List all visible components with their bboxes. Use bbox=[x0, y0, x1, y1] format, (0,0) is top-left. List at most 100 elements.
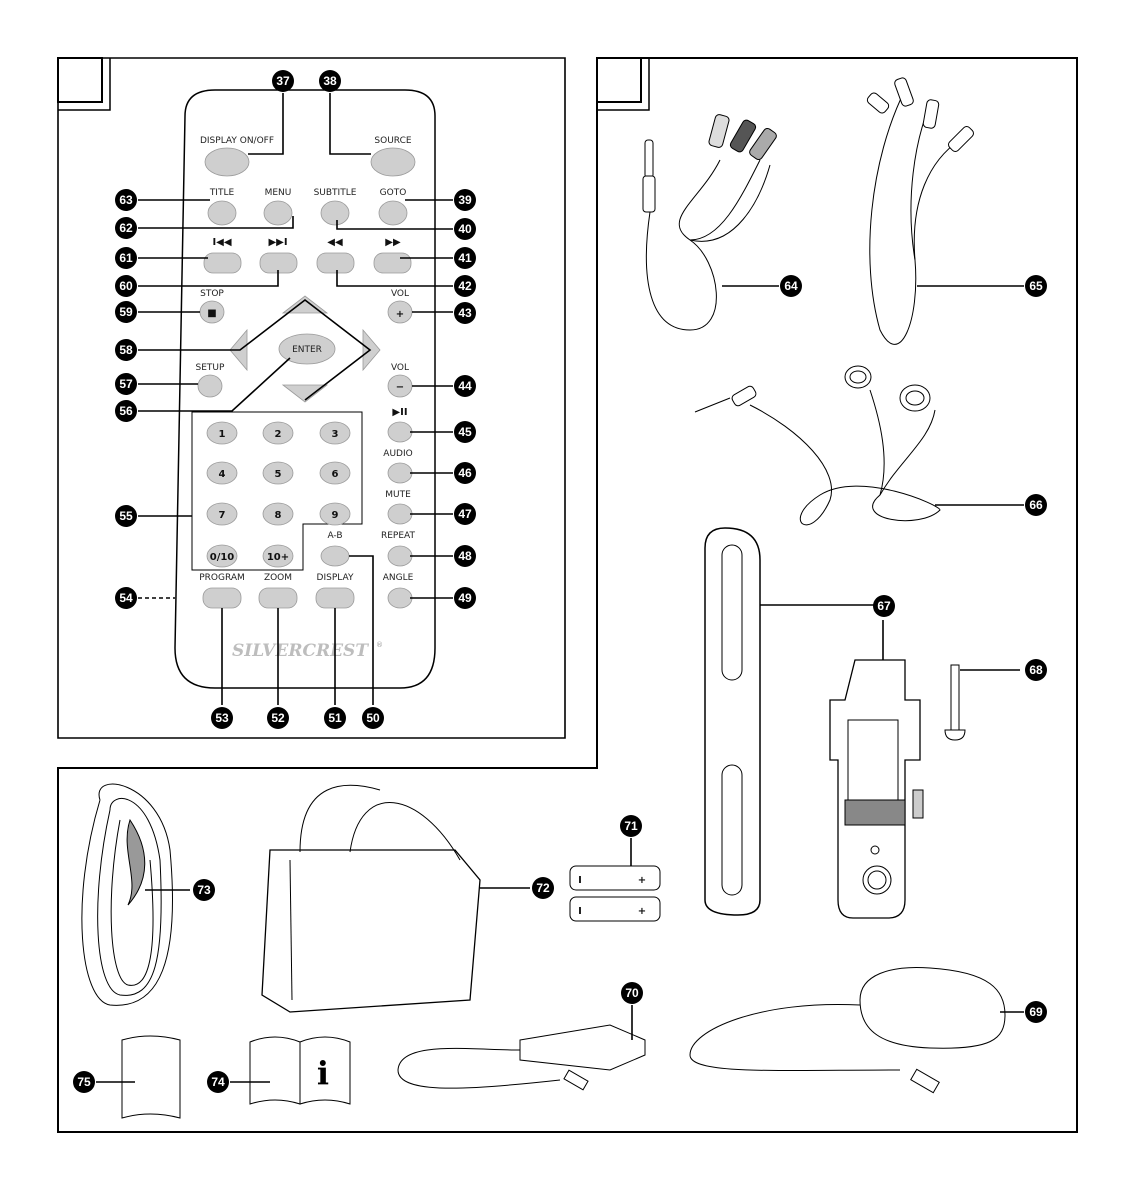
stop-icon: ■ bbox=[207, 308, 216, 319]
callout-number: 72 bbox=[536, 881, 550, 895]
callout-65 bbox=[1025, 275, 1047, 297]
program-label: PROGRAM bbox=[199, 573, 245, 583]
menu-button[interactable] bbox=[263, 200, 293, 226]
subtitle-label: SUBTITLE bbox=[314, 188, 357, 198]
battery-minus-label-2: I bbox=[578, 906, 582, 917]
callout-number: 44 bbox=[458, 379, 472, 393]
callout-number: 57 bbox=[119, 377, 133, 391]
fast-forward-button[interactable] bbox=[373, 252, 412, 274]
source-button[interactable] bbox=[370, 147, 416, 177]
callout-45 bbox=[454, 421, 476, 443]
callout-56 bbox=[115, 400, 137, 422]
angle-button[interactable] bbox=[387, 587, 413, 609]
enter-button[interactable] bbox=[278, 333, 336, 365]
a-b-button[interactable] bbox=[320, 545, 350, 567]
prev-icon: I◀◀ bbox=[212, 237, 231, 248]
play-pause-button[interactable] bbox=[387, 421, 413, 443]
menu-label: MENU bbox=[265, 188, 292, 198]
right-arrow-button[interactable] bbox=[362, 328, 381, 372]
key-4[interactable] bbox=[206, 461, 238, 485]
callout-72 bbox=[532, 877, 554, 899]
callout-47 bbox=[454, 503, 476, 525]
audio-label: AUDIO bbox=[383, 449, 412, 459]
rewind-button[interactable] bbox=[316, 252, 355, 274]
prev-button[interactable] bbox=[203, 252, 242, 274]
callout-number: 67 bbox=[877, 599, 891, 613]
callout-number: 42 bbox=[458, 279, 472, 293]
key-1[interactable] bbox=[206, 421, 238, 445]
down-arrow-button[interactable] bbox=[281, 384, 329, 403]
key-8[interactable] bbox=[262, 502, 294, 526]
battery-minus-label: I bbox=[578, 875, 582, 886]
audio-button[interactable] bbox=[387, 462, 413, 484]
zoom-button[interactable] bbox=[258, 587, 298, 609]
audio-cable-illustration bbox=[866, 77, 1024, 345]
goto-button[interactable] bbox=[378, 200, 408, 226]
callout-number: 75 bbox=[77, 1075, 91, 1089]
callout-73 bbox=[193, 879, 215, 901]
callout-number: 49 bbox=[458, 591, 472, 605]
callout-52 bbox=[267, 707, 289, 729]
title-button[interactable] bbox=[207, 200, 237, 226]
key-6[interactable] bbox=[319, 461, 351, 485]
vol-down-label: VOL bbox=[391, 363, 409, 373]
callout-75 bbox=[73, 1071, 95, 1093]
callout-number: 50 bbox=[366, 711, 380, 725]
carry-bag-illustration bbox=[261, 784, 530, 1013]
stop-label: STOP bbox=[200, 289, 224, 299]
callout-number: 40 bbox=[458, 222, 472, 236]
key-label: 10+ bbox=[267, 552, 289, 563]
callout-43 bbox=[454, 302, 476, 324]
callout-number: 43 bbox=[458, 306, 472, 320]
key-10plus[interactable] bbox=[262, 544, 294, 568]
mute-button[interactable] bbox=[387, 503, 413, 525]
source-label: SOURCE bbox=[374, 136, 411, 146]
callout-50 bbox=[362, 707, 384, 729]
callout-71 bbox=[620, 815, 642, 837]
program-button[interactable] bbox=[202, 587, 242, 609]
mounting-bar-illustration bbox=[704, 527, 878, 916]
silvercrest-logo: SILVERCREST bbox=[232, 641, 369, 661]
callout-62 bbox=[115, 217, 137, 239]
callout-number: 37 bbox=[276, 74, 290, 88]
key-3[interactable] bbox=[319, 421, 351, 445]
callout-53 bbox=[211, 707, 233, 729]
a-b-label: A-B bbox=[327, 531, 342, 541]
callout-number: 68 bbox=[1029, 663, 1043, 677]
setup-button[interactable] bbox=[197, 374, 223, 398]
callout-66 bbox=[1025, 494, 1047, 516]
key-2[interactable] bbox=[262, 421, 294, 445]
batteries-illustration: I + I + bbox=[569, 838, 661, 922]
manual-illustration: i bbox=[230, 1036, 351, 1105]
callout-48 bbox=[454, 545, 476, 567]
car-adapter-illustration bbox=[397, 1005, 646, 1091]
minus-icon: − bbox=[396, 382, 404, 393]
display-on-off-button[interactable] bbox=[204, 147, 250, 177]
key-label: 0/10 bbox=[210, 552, 235, 563]
callout-number: 71 bbox=[624, 819, 638, 833]
subtitle-button[interactable] bbox=[320, 200, 350, 226]
callout-74 bbox=[207, 1071, 229, 1093]
callout-number: 58 bbox=[119, 343, 133, 357]
display-button[interactable] bbox=[315, 587, 355, 609]
battery-plus-label-2: + bbox=[638, 906, 646, 917]
callout-55 bbox=[115, 505, 137, 527]
repeat-button[interactable] bbox=[387, 545, 413, 567]
key-label: 7 bbox=[219, 510, 226, 521]
key-0-10[interactable] bbox=[206, 544, 238, 568]
callout-68 bbox=[1025, 659, 1047, 681]
next-icon: ▶▶I bbox=[268, 237, 287, 248]
callout-number: 63 bbox=[119, 193, 133, 207]
key-5[interactable] bbox=[262, 461, 294, 485]
key-7[interactable] bbox=[206, 502, 238, 526]
key-9[interactable] bbox=[319, 502, 351, 526]
key-label: 2 bbox=[275, 429, 282, 440]
key-label: 6 bbox=[332, 469, 339, 480]
callout-70 bbox=[621, 982, 643, 1004]
info-icon: i bbox=[317, 1054, 329, 1092]
callout-61 bbox=[115, 247, 137, 269]
key-label: 1 bbox=[219, 429, 226, 440]
callout-number: 73 bbox=[197, 883, 211, 897]
